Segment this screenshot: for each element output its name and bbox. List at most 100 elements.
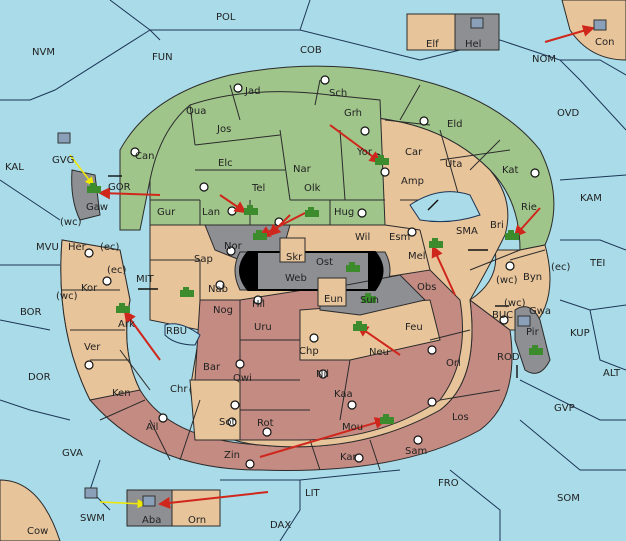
territory-sot-area bbox=[189, 379, 241, 441]
coast-label-kor-wc: (wc) bbox=[56, 291, 78, 302]
land-label-mel: Mel bbox=[408, 251, 426, 262]
land-label-sun: Sun bbox=[360, 295, 379, 306]
land-label-jad: Jad bbox=[244, 86, 260, 97]
land-label-elc: Elc bbox=[218, 158, 233, 169]
army-unit-icon bbox=[253, 230, 267, 240]
sea-label-lit: LIT bbox=[305, 488, 321, 499]
land-label-gwa: Gwa bbox=[529, 306, 551, 317]
land-label-mou: Mou bbox=[342, 422, 363, 433]
land-label-sam: Sam bbox=[405, 446, 427, 457]
land-label-zin: Zin bbox=[224, 450, 240, 461]
fleet-unit-icon bbox=[142, 495, 156, 507]
land-label-olk: Olk bbox=[304, 183, 321, 194]
sea-label-som: SOM bbox=[557, 493, 580, 504]
land-label-nab: Nab bbox=[208, 284, 228, 295]
sea-label-pol: POL bbox=[216, 12, 236, 23]
land-label-con: Con bbox=[595, 37, 614, 48]
sea-label-dor: DOR bbox=[28, 372, 51, 383]
coast-label-gwa-wc: (wc) bbox=[504, 298, 526, 309]
capsule-left bbox=[240, 252, 258, 290]
land-label-hug: Hug bbox=[334, 207, 354, 218]
land-label-her: Her bbox=[68, 242, 87, 253]
sea-label-group: POL NVM FUN COB NOM OVD KAL KAM TEI MVU … bbox=[5, 12, 621, 531]
land-label-gur: Gur bbox=[157, 207, 176, 218]
army-unit-icon bbox=[375, 155, 389, 165]
land-label-swm: SWM bbox=[80, 513, 105, 524]
units bbox=[57, 17, 607, 507]
army-unit-icon bbox=[429, 238, 443, 248]
sea-label-fro: FRO bbox=[438, 478, 459, 489]
land-label-kor: Kor bbox=[81, 283, 98, 294]
sea-label-alt: ALT bbox=[603, 368, 621, 379]
land-label-yor: Yor bbox=[356, 147, 373, 158]
fleet-unit-icon bbox=[517, 315, 531, 327]
land-label-kaa: Kaa bbox=[334, 389, 353, 400]
coast-label-group: (wc) (ec) (ec) (wc) (wc) (ec) (wc) bbox=[56, 217, 571, 309]
army-unit-icon bbox=[380, 414, 394, 424]
land-label-esm: Esm bbox=[389, 232, 410, 243]
sea-label-cob: COB bbox=[300, 45, 322, 56]
land-label-elf: Elf bbox=[426, 39, 439, 50]
army-unit-icon bbox=[116, 303, 130, 313]
land-label-sch: Sch bbox=[329, 88, 347, 99]
land-label-wil: Wil bbox=[355, 232, 370, 243]
sea-label-buc: BUC bbox=[492, 310, 513, 321]
territory-eun[interactable] bbox=[317, 277, 347, 307]
army-unit-icon bbox=[362, 293, 376, 303]
land-label-sap: Sap bbox=[194, 254, 213, 265]
land-label-pir: Pir bbox=[526, 327, 540, 338]
coast-label-gaw-wc: (wc) bbox=[60, 217, 82, 228]
coast-label-byn-ec: (ec) bbox=[551, 262, 571, 273]
territory-skr[interactable] bbox=[279, 237, 306, 263]
land-label-neu: Neu bbox=[369, 347, 389, 358]
sea-label-ovd: OVD bbox=[557, 108, 580, 119]
land-label-uta: Uta bbox=[445, 159, 462, 170]
coast-label-her-ec: (ec) bbox=[100, 242, 120, 253]
land-label-nor: Nor bbox=[224, 241, 243, 252]
land-label-los: Los bbox=[452, 412, 469, 423]
fleet-unit-icon bbox=[593, 19, 607, 31]
land-label-bri: Bri bbox=[490, 220, 504, 231]
army-unit-icon bbox=[505, 230, 519, 240]
land-label-byn: Byn bbox=[523, 272, 542, 283]
sea-label-kam: KAM bbox=[580, 193, 602, 204]
land-label-eld: Eld bbox=[447, 119, 462, 130]
land-label-rot: Rot bbox=[257, 418, 274, 429]
land-label-qua: Qua bbox=[186, 106, 206, 117]
coast-label-byn-wc: (wc) bbox=[496, 275, 518, 286]
land-label-can: Can bbox=[135, 151, 154, 162]
land-label-nil: Nil bbox=[316, 369, 329, 380]
land-label-obs: Obs bbox=[417, 282, 436, 293]
land-label-orn: Orn bbox=[188, 515, 206, 526]
sea-sma-inlet bbox=[409, 191, 481, 223]
army-unit-icon bbox=[529, 345, 543, 355]
land-label-web: Web bbox=[285, 273, 307, 284]
land-label-amp: Amp bbox=[401, 176, 424, 187]
land-label-ver: Ver bbox=[84, 342, 101, 353]
land-label-nar: Nar bbox=[293, 164, 312, 175]
coast-label-kor-ec: (ec) bbox=[107, 265, 127, 276]
land-label-eun: Eun bbox=[324, 294, 343, 305]
sea-label-nvm: NVM bbox=[32, 47, 55, 58]
territory-orn[interactable] bbox=[171, 489, 221, 527]
sea-label-dax: DAX bbox=[270, 520, 291, 531]
land-label-gvg: GVG bbox=[52, 155, 74, 166]
land-label-cow: Cow bbox=[27, 526, 48, 537]
land-label-orl: Orl bbox=[446, 358, 461, 369]
land-label-ost: Ost bbox=[316, 257, 333, 268]
sea-label-rbu: RBU bbox=[166, 326, 187, 337]
land-label-nog: Nog bbox=[213, 305, 233, 316]
sea-label-mvu: MVU bbox=[36, 242, 59, 253]
land-label-bar: Bar bbox=[203, 362, 221, 373]
land-label-kat: Kat bbox=[502, 165, 519, 176]
sea-label-tei: TEI bbox=[589, 258, 605, 269]
sea-label-gor: GOR bbox=[108, 182, 131, 193]
land-label-jos: Jos bbox=[216, 124, 231, 135]
land-label-ark: Ark bbox=[118, 319, 135, 330]
land-label-grh: Grh bbox=[344, 108, 362, 119]
sea-label-mit: MIT bbox=[136, 274, 155, 285]
army-unit-icon bbox=[353, 321, 367, 331]
sea-label-bor: BOR bbox=[20, 307, 42, 318]
